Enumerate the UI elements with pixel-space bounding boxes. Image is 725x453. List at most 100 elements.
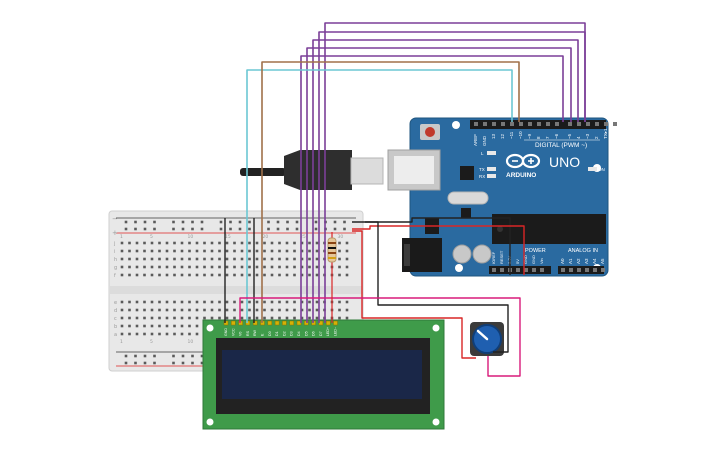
breadboard-hole[interactable]	[135, 241, 139, 245]
breadboard-hole[interactable]	[188, 265, 191, 269]
wire-magenta-v0[interactable]	[239, 297, 521, 377]
breadboard-hole[interactable]	[218, 300, 221, 304]
rail-hole[interactable]	[181, 354, 185, 358]
breadboard-hole[interactable]	[128, 316, 131, 320]
breadboard-hole[interactable]	[345, 316, 349, 320]
breadboard-hole[interactable]	[240, 273, 244, 277]
breadboard-hole[interactable]	[188, 316, 191, 320]
breadboard-hole[interactable]	[150, 332, 154, 336]
breadboard-hole[interactable]	[345, 241, 349, 245]
breadboard-hole[interactable]	[135, 332, 139, 336]
breadboard-hole[interactable]	[165, 300, 169, 304]
rail-hole[interactable]	[143, 220, 147, 224]
breadboard-hole[interactable]	[180, 324, 184, 328]
breadboard-hole[interactable]	[285, 257, 289, 261]
breadboard-hole[interactable]	[345, 257, 349, 261]
rail-hole[interactable]	[143, 354, 147, 358]
digital-header-hole[interactable]	[492, 122, 496, 126]
breadboard-hole[interactable]	[240, 241, 244, 245]
breadboard-hole[interactable]	[173, 265, 176, 269]
breadboard-hole[interactable]	[128, 249, 131, 253]
breadboard-hole[interactable]	[180, 308, 184, 312]
rail-hole[interactable]	[333, 227, 337, 231]
rail-hole[interactable]	[143, 361, 147, 365]
breadboard-hole[interactable]	[315, 316, 319, 320]
breadboard-hole[interactable]	[195, 249, 199, 253]
resistor[interactable]	[327, 237, 337, 263]
rail-hole[interactable]	[276, 227, 280, 231]
breadboard-hole[interactable]	[210, 316, 214, 320]
breadboard-hole[interactable]	[203, 273, 206, 277]
breadboard-hole[interactable]	[218, 316, 221, 320]
breadboard-hole[interactable]	[263, 316, 266, 320]
breadboard-hole[interactable]	[315, 308, 319, 312]
breadboard-hole[interactable]	[135, 249, 139, 253]
breadboard-hole[interactable]	[158, 332, 161, 336]
lcd-pin[interactable]	[252, 320, 258, 326]
breadboard-hole[interactable]	[143, 324, 146, 328]
digital-header-hole[interactable]	[604, 122, 608, 126]
breadboard-hole[interactable]	[315, 300, 319, 304]
breadboard-hole[interactable]	[248, 241, 251, 245]
breadboard-hole[interactable]	[143, 332, 146, 336]
breadboard-hole[interactable]	[293, 265, 296, 269]
breadboard-hole[interactable]	[120, 300, 124, 304]
breadboard-hole[interactable]	[308, 300, 311, 304]
breadboard-hole[interactable]	[128, 324, 131, 328]
breadboard-hole[interactable]	[180, 273, 184, 277]
breadboard-hole[interactable]	[278, 316, 281, 320]
breadboard-hole[interactable]	[120, 265, 124, 269]
analog-header-hole[interactable]	[601, 268, 605, 272]
rail-hole[interactable]	[124, 227, 128, 231]
breadboard-hole[interactable]	[308, 265, 311, 269]
rail-hole[interactable]	[153, 220, 156, 224]
breadboard-hole[interactable]	[143, 308, 146, 312]
analog-header-hole[interactable]	[569, 268, 573, 272]
breadboard-hole[interactable]	[240, 265, 244, 269]
breadboard-hole[interactable]	[135, 324, 139, 328]
rail-hole[interactable]	[181, 220, 185, 224]
breadboard-hole[interactable]	[150, 257, 154, 261]
breadboard-hole[interactable]	[120, 273, 124, 277]
rail-hole[interactable]	[333, 220, 337, 224]
breadboard-hole[interactable]	[128, 265, 131, 269]
breadboard-hole[interactable]	[218, 265, 221, 269]
breadboard-hole[interactable]	[255, 308, 259, 312]
digital-header-hole[interactable]	[555, 122, 559, 126]
breadboard-hole[interactable]	[195, 257, 199, 261]
breadboard-hole[interactable]	[233, 265, 236, 269]
breadboard-hole[interactable]	[345, 300, 349, 304]
breadboard-hole[interactable]	[233, 249, 236, 253]
breadboard-hole[interactable]	[300, 300, 304, 304]
breadboard-hole[interactable]	[225, 249, 229, 253]
breadboard-hole[interactable]	[315, 249, 319, 253]
rail-hole[interactable]	[134, 227, 137, 231]
breadboard-hole[interactable]	[128, 273, 131, 277]
rail-hole[interactable]	[153, 227, 156, 231]
breadboard-hole[interactable]	[143, 316, 146, 320]
rail-hole[interactable]	[229, 220, 232, 224]
rail-hole[interactable]	[191, 354, 194, 358]
breadboard-hole[interactable]	[210, 257, 214, 261]
rail-hole[interactable]	[181, 361, 185, 365]
breadboard-hole[interactable]	[308, 316, 311, 320]
breadboard-hole[interactable]	[120, 308, 124, 312]
breadboard-hole[interactable]	[188, 249, 191, 253]
lcd-pin[interactable]	[267, 320, 273, 326]
rail-hole[interactable]	[267, 220, 270, 224]
breadboard-hole[interactable]	[255, 300, 259, 304]
rail-hole[interactable]	[191, 361, 194, 365]
breadboard-hole[interactable]	[240, 257, 244, 261]
breadboard-hole[interactable]	[158, 241, 161, 245]
breadboard-hole[interactable]	[255, 265, 259, 269]
potentiometer[interactable]	[470, 322, 504, 356]
breadboard-hole[interactable]	[293, 300, 296, 304]
rail-hole[interactable]	[248, 220, 251, 224]
rail-hole[interactable]	[134, 220, 137, 224]
breadboard-hole[interactable]	[300, 241, 304, 245]
power-header-hole[interactable]	[500, 268, 504, 272]
breadboard-hole[interactable]	[248, 257, 251, 261]
breadboard-hole[interactable]	[255, 249, 259, 253]
breadboard-hole[interactable]	[173, 257, 176, 261]
